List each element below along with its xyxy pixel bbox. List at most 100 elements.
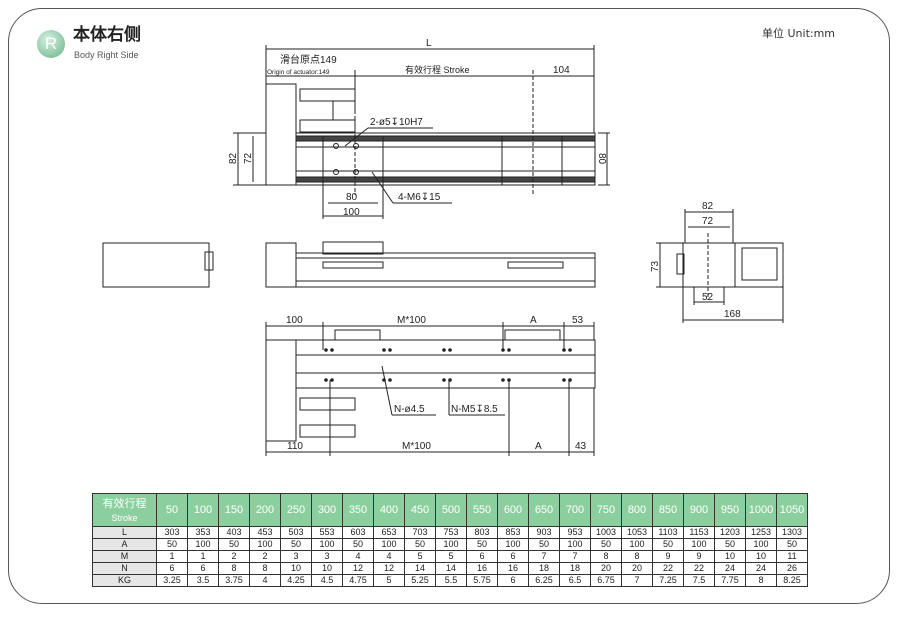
stroke-header-value: 450 (404, 493, 436, 527)
bottom-dim-a-bottom-label: A (535, 441, 542, 452)
table-cell: 303 (156, 526, 188, 539)
table-cell: 1103 (652, 526, 684, 539)
table-cell: 553 (311, 526, 343, 539)
stroke-header-value: 300 (311, 493, 343, 527)
dim-100-label: 100 (343, 207, 360, 218)
origin-label-cn: 滑台原点149 (280, 53, 337, 66)
stroke-header-value: 750 (590, 493, 622, 527)
table-cell: 10 (311, 562, 343, 575)
end-dim-52-label: 52 (702, 292, 714, 303)
table-cell: 50 (714, 538, 746, 551)
table-cell: 903 (528, 526, 560, 539)
table-cell: 7 (528, 550, 560, 563)
bottom-dim-m100-bottom-label: M*100 (402, 441, 431, 452)
table-cell: 100 (621, 538, 653, 551)
table-cell: 753 (435, 526, 467, 539)
stroke-header-value: 500 (435, 493, 467, 527)
table-cell: 50 (280, 538, 312, 551)
stroke-header-value: 400 (373, 493, 405, 527)
table-cell: 4 (342, 550, 374, 563)
table-cell: 953 (559, 526, 591, 539)
table-cell: 803 (466, 526, 498, 539)
table-cell: 4 (249, 574, 281, 587)
table-cell: 1253 (745, 526, 777, 539)
stroke-header-value: 50 (156, 493, 188, 527)
table-cell: 18 (559, 562, 591, 575)
table-cell: 703 (404, 526, 436, 539)
table-cell: 12 (342, 562, 374, 575)
table-cell: 6 (187, 562, 219, 575)
table-cell: 5.75 (466, 574, 498, 587)
row-label: KG (92, 574, 157, 587)
table-cell: 4.5 (311, 574, 343, 587)
table-cell: 3 (311, 550, 343, 563)
table-cell: 100 (497, 538, 529, 551)
table-cell: 10 (280, 562, 312, 575)
stroke-header-value: 100 (187, 493, 219, 527)
table-cell: 100 (683, 538, 715, 551)
row-label: A (92, 538, 157, 551)
table-cell: 24 (714, 562, 746, 575)
bottom-view: 100 M*100 A 53 N-ø4.5 N-M5↧8.5 110 M*100… (265, 315, 596, 456)
row-label: N (92, 562, 157, 575)
stroke-header-value: 900 (683, 493, 715, 527)
table-cell: 100 (187, 538, 219, 551)
stroke-header-value: 600 (497, 493, 529, 527)
table-cell: 8 (745, 574, 777, 587)
table-cell: 3.25 (156, 574, 188, 587)
table-cell: 100 (745, 538, 777, 551)
table-cell: 5.25 (404, 574, 436, 587)
table-cell: 6 (497, 574, 529, 587)
table-cell: 853 (497, 526, 529, 539)
end-dim-168-label: 168 (724, 309, 741, 320)
table-cell: 1 (156, 550, 188, 563)
table-cell: 16 (497, 562, 529, 575)
stroke-header-value: 1050 (776, 493, 808, 527)
end-view: 82 72 73 52 168 (650, 201, 784, 323)
table-cell: 653 (373, 526, 405, 539)
tap-holes-bottom-callout: N-M5↧8.5 (451, 404, 498, 415)
table-cell: 50 (342, 538, 374, 551)
table-cell: 7.25 (652, 574, 684, 587)
table-cell: 1153 (683, 526, 715, 539)
stroke-label: 有效行程 Stroke (405, 64, 470, 75)
table-cell: 5.5 (435, 574, 467, 587)
stroke-header-value: 200 (249, 493, 281, 527)
table-cell: 6 (497, 550, 529, 563)
table-cell: 14 (435, 562, 467, 575)
table-cell: 50 (528, 538, 560, 551)
table-cell: 7.5 (683, 574, 715, 587)
table-cell: 50 (156, 538, 188, 551)
table-cell: 353 (187, 526, 219, 539)
stroke-header-cn: 有效行程 (102, 497, 147, 510)
table-cell: 403 (218, 526, 250, 539)
table-cell: 5 (404, 550, 436, 563)
logo-badge: R (37, 30, 65, 58)
table-cell: 7 (621, 574, 653, 587)
unit-label: 单位 Unit:mm (762, 27, 836, 40)
bottom-dim-a-top-label: A (530, 315, 537, 326)
table-cell: 100 (559, 538, 591, 551)
table-cell: 7 (559, 550, 591, 563)
through-holes-callout: N-ø4.5 (394, 404, 425, 415)
table-cell: 22 (683, 562, 715, 575)
table-cell: 26 (776, 562, 808, 575)
table-cell: 603 (342, 526, 374, 539)
stroke-header-cell: 有效行程 Stroke (92, 493, 157, 527)
table-cell: 1303 (776, 526, 808, 539)
stroke-header-value: 250 (280, 493, 312, 527)
top-view: L 滑台原点149 Origin of actuator:149 有效行程 St… (228, 38, 610, 219)
table-cell: 6 (466, 550, 498, 563)
table-cell: 8.25 (776, 574, 808, 587)
row-label: L (92, 526, 157, 539)
table-cell: 453 (249, 526, 281, 539)
section-title: 本体右侧 (73, 25, 141, 45)
page-frame (8, 8, 890, 604)
bottom-dim-43-label: 43 (575, 441, 587, 452)
dim-82-label: 82 (228, 152, 239, 164)
table-cell: 100 (311, 538, 343, 551)
table-cell: 100 (435, 538, 467, 551)
